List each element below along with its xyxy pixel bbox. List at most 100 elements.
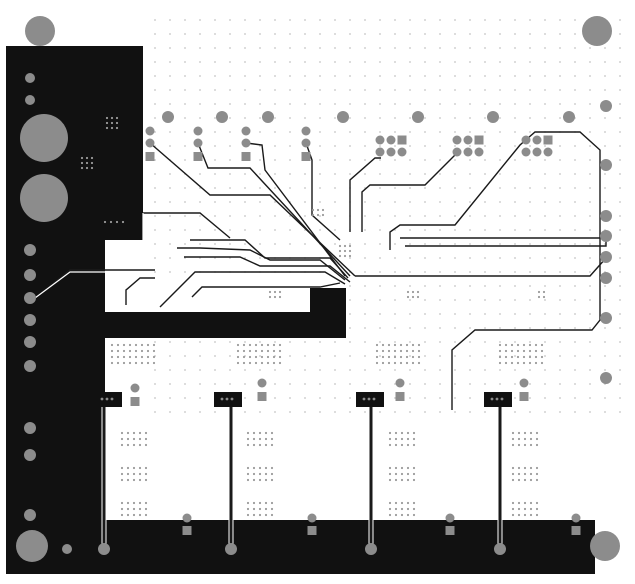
grid-dot [439, 355, 441, 357]
grid-dot [379, 355, 381, 357]
grid-dot [499, 369, 501, 371]
grid-dot [409, 201, 411, 203]
grid-dot [469, 229, 471, 231]
grid-dot [439, 187, 441, 189]
grid-dot [349, 243, 351, 245]
fine-via [254, 343, 258, 347]
grid-dot [424, 131, 426, 133]
fine-via [116, 355, 120, 359]
fine-via [132, 431, 136, 435]
signal-trace [191, 282, 341, 298]
connector-pin [105, 397, 109, 401]
grid-dot [604, 61, 606, 63]
right-connector-pad [600, 312, 612, 324]
grid-dot [484, 145, 486, 147]
fine-via [523, 478, 527, 482]
grid-dot [214, 355, 216, 357]
fine-via [343, 249, 347, 253]
fine-via [411, 361, 415, 365]
grid-dot [289, 103, 291, 105]
grid-dot [619, 397, 621, 399]
grid-dot [169, 243, 171, 245]
grid-dot [379, 145, 381, 147]
fine-via [132, 472, 136, 476]
grid-dot [349, 47, 351, 49]
grid-dot [469, 89, 471, 91]
fine-via [517, 507, 521, 511]
grid-dot [499, 33, 501, 35]
fine-via [535, 478, 539, 482]
fine-via [138, 501, 142, 505]
fine-via [534, 349, 538, 353]
grid-dot [439, 61, 441, 63]
fine-via [393, 343, 397, 347]
grid-dot [229, 355, 231, 357]
grid-dot [379, 89, 381, 91]
grid-dot [229, 369, 231, 371]
fine-via [406, 437, 410, 441]
grid-dot [169, 215, 171, 217]
grid-dot [619, 243, 621, 245]
grid-dot [184, 103, 186, 105]
fine-via [510, 355, 514, 359]
grid-dot [529, 229, 531, 231]
signal-trace [190, 239, 349, 279]
fine-via [522, 349, 526, 353]
grid-dot [574, 103, 576, 105]
grid-dot [589, 299, 591, 301]
grid-dot [259, 201, 261, 203]
grid-dot [454, 285, 456, 287]
fine-via [498, 361, 502, 365]
fine-via [105, 126, 109, 130]
mounting-hole [582, 16, 612, 46]
grid-dot [289, 187, 291, 189]
fine-via [252, 478, 256, 482]
grid-dot [394, 33, 396, 35]
grid-dot [424, 19, 426, 21]
trace-layer [34, 131, 607, 548]
grid-dot [499, 61, 501, 63]
fine-via [523, 472, 527, 476]
grid-dot [439, 89, 441, 91]
grid-dot [589, 215, 591, 217]
grid-dot [529, 117, 531, 119]
grid-dot [154, 173, 156, 175]
right-connector-pad [600, 210, 612, 222]
fine-via [120, 478, 124, 482]
grid-dot [184, 89, 186, 91]
grid-dot [589, 327, 591, 329]
grid-dot [619, 355, 621, 357]
grid-dot [364, 243, 366, 245]
grid-dot [454, 89, 456, 91]
grid-dot [274, 229, 276, 231]
grid-dot [484, 271, 486, 273]
grid-dot [394, 299, 396, 301]
grid-dot [334, 61, 336, 63]
grid-dot [544, 285, 546, 287]
header-pin [397, 147, 407, 157]
fine-via [412, 431, 416, 435]
grid-dot [169, 145, 171, 147]
grid-dot [169, 257, 171, 259]
signal-trace [305, 142, 341, 241]
grid-dot [619, 61, 621, 63]
grid-dot [559, 159, 561, 161]
grid-dot [274, 173, 276, 175]
fine-via [146, 355, 150, 359]
connector-pin [230, 397, 234, 401]
grid-dot [619, 341, 621, 343]
grid-dot [559, 313, 561, 315]
grid-dot [604, 299, 606, 301]
grid-dot [559, 61, 561, 63]
grid-dot [319, 131, 321, 133]
grid-dot [469, 103, 471, 105]
component-pad-round [193, 126, 203, 136]
grid-dot [229, 173, 231, 175]
fine-via [522, 343, 526, 347]
fine-via [338, 254, 342, 258]
grid-dot [244, 229, 246, 231]
grid-dot [169, 75, 171, 77]
fine-via [140, 349, 144, 353]
grid-dot [394, 397, 396, 399]
fine-via [535, 443, 539, 447]
